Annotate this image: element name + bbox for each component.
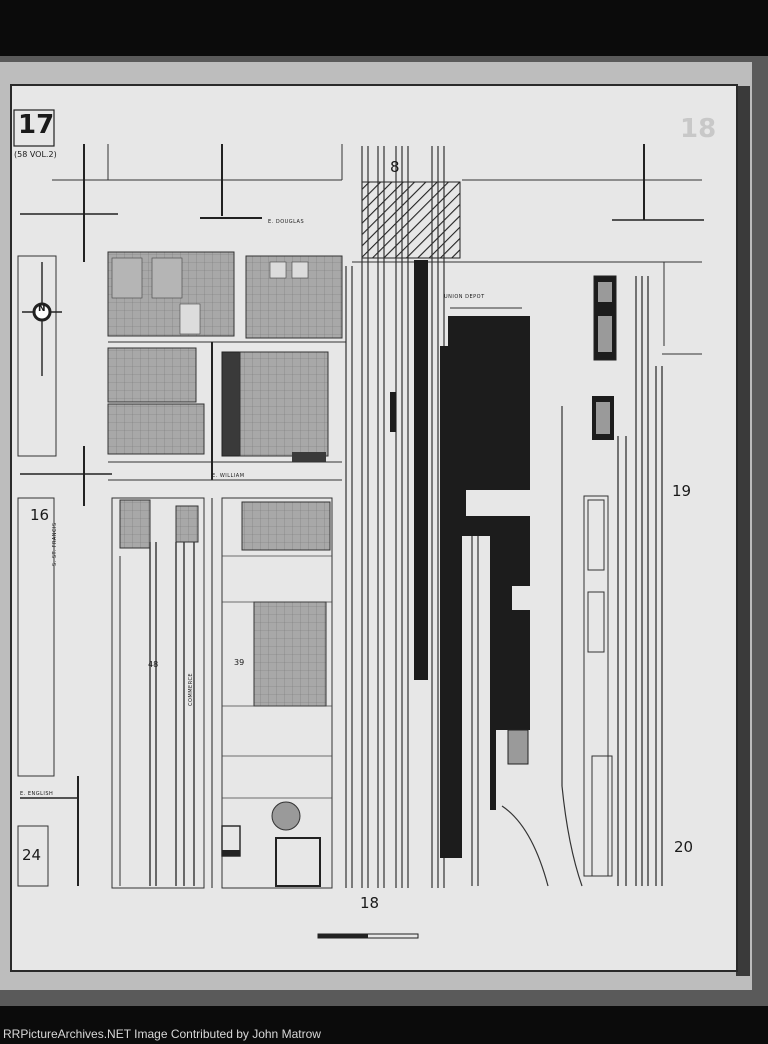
street-label-st-francis: S. ST. FRANCIS: [52, 522, 58, 566]
street-label-english: E. ENGLISH: [20, 791, 54, 797]
compass-letter: N: [38, 304, 46, 314]
adjacent-sheet-right-bottom: 20: [674, 838, 694, 856]
hatched-crossing: [361, 181, 461, 259]
union-depot-building: [440, 316, 530, 858]
ghost-sheet-number: 18: [680, 114, 717, 144]
adjacent-sheet-right-top: 19: [672, 482, 692, 500]
adjacent-sheet-top: 8: [390, 158, 400, 176]
block-number-39: 39: [234, 658, 245, 667]
depot-label: UNION DEPOT: [444, 294, 485, 300]
image-credit: RRPictureArchives.NET Image Contributed …: [3, 1027, 321, 1041]
map-sheet: 17 (58 VOL.2) 18 8 16 24 19 20 18 48 39 …: [12, 86, 736, 970]
street-label-douglas: E. DOUGLAS: [268, 219, 305, 225]
adjacent-sheet-left-bottom: 24: [22, 846, 42, 864]
volume-note: (58 VOL.2): [14, 150, 57, 159]
street-label-commerce: COMMERCE: [188, 672, 194, 706]
sanborn-map-drawing: [13, 109, 704, 939]
binder-edge: [736, 86, 750, 976]
north-arrow-icon: [22, 262, 62, 376]
block-number-48: 48: [148, 660, 159, 669]
adjacent-sheet-left-top: 16: [30, 506, 50, 524]
adjacent-sheet-bottom: 18: [360, 894, 380, 912]
sheet-number-box: [13, 109, 55, 147]
sheet-number: 17: [18, 110, 55, 140]
scale-bar: [317, 933, 419, 939]
street-label-william: E. WILLIAM: [212, 473, 245, 479]
